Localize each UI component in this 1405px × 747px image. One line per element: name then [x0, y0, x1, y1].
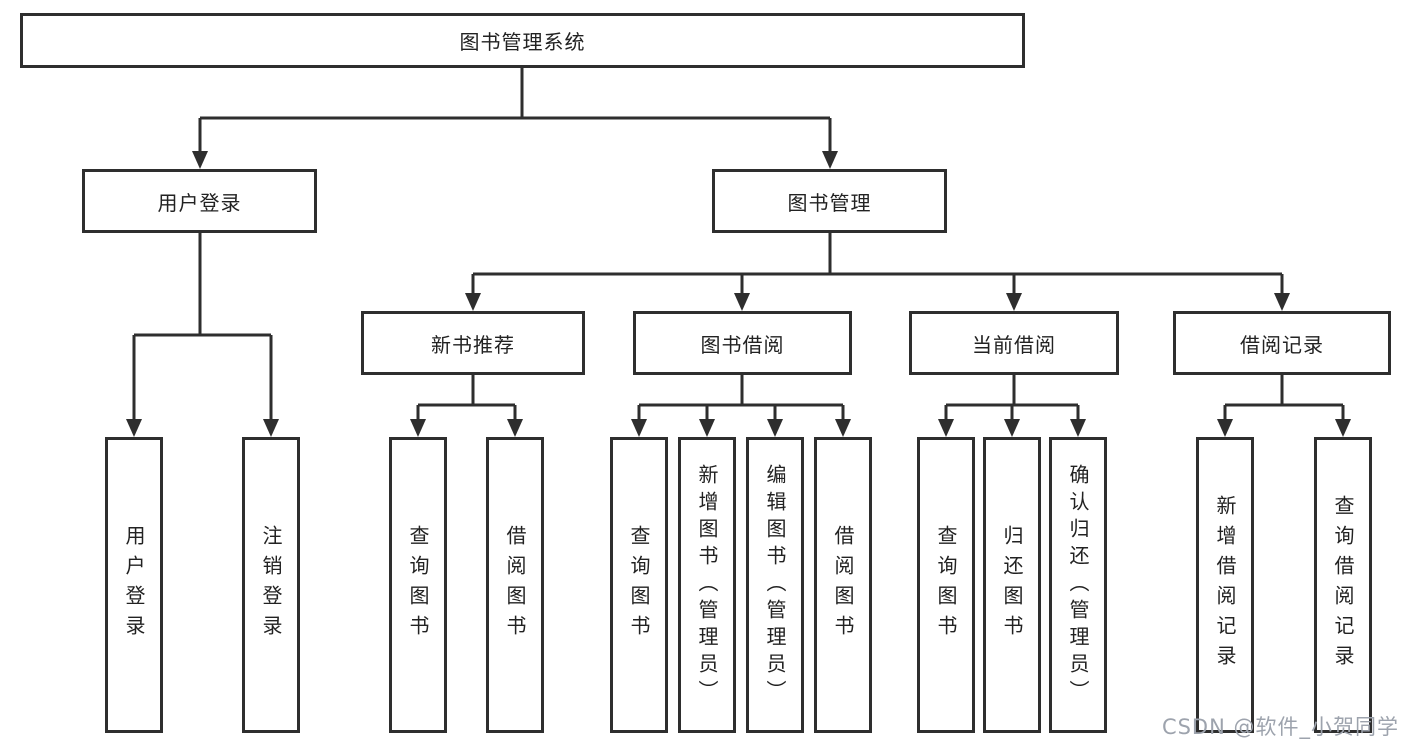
- leaf-label: 查询图书: [934, 525, 958, 645]
- leaf-borrow-books-borrowing: 借阅图书: [814, 437, 872, 733]
- leaf-add-borrow-record: 新增借阅记录: [1196, 437, 1254, 733]
- node-book-management: 图书管理: [712, 169, 947, 233]
- leaf-label: 确认归还（管理员）: [1066, 463, 1090, 707]
- leaf-label: 新增图书（管理员）: [695, 463, 719, 707]
- node-borrowing-records: 借阅记录: [1173, 311, 1391, 375]
- leaf-label: 查询借阅记录: [1331, 495, 1355, 675]
- node-current-borrowing: 当前借阅: [909, 311, 1119, 375]
- watermark-text: CSDN @软件_小贺同学: [1161, 715, 1399, 739]
- leaf-label: 用户登录: [122, 525, 146, 645]
- leaf-label: 查询图书: [406, 525, 430, 645]
- leaf-query-books-borrowing: 查询图书: [610, 437, 668, 733]
- leaf-confirm-return-admin: 确认归还（管理员）: [1049, 437, 1107, 733]
- node-book-borrowing: 图书借阅: [633, 311, 852, 375]
- leaf-label: 编辑图书（管理员）: [763, 463, 787, 707]
- leaf-add-books-admin: 新增图书（管理员）: [678, 437, 736, 733]
- leaf-query-borrow-record: 查询借阅记录: [1314, 437, 1372, 733]
- leaf-label: 借阅图书: [831, 525, 855, 645]
- node-user-login: 用户登录: [82, 169, 317, 233]
- arrowheads: [126, 151, 1351, 437]
- node-new-book-recommendation: 新书推荐: [361, 311, 585, 375]
- leaf-user-login: 用户登录: [105, 437, 163, 733]
- leaf-label: 新增借阅记录: [1213, 495, 1237, 675]
- node-root: 图书管理系统: [20, 13, 1025, 68]
- leaf-borrow-books-recommend: 借阅图书: [486, 437, 544, 733]
- leaf-edit-books-admin: 编辑图书（管理员）: [746, 437, 804, 733]
- leaf-label: 归还图书: [1000, 525, 1024, 645]
- leaf-return-books: 归还图书: [983, 437, 1041, 733]
- leaf-query-books-recommend: 查询图书: [389, 437, 447, 733]
- leaf-label: 借阅图书: [503, 525, 527, 645]
- leaf-query-books-current: 查询图书: [917, 437, 975, 733]
- leaf-logout: 注销登录: [242, 437, 300, 733]
- leaf-label: 查询图书: [627, 525, 651, 645]
- leaf-label: 注销登录: [259, 525, 283, 645]
